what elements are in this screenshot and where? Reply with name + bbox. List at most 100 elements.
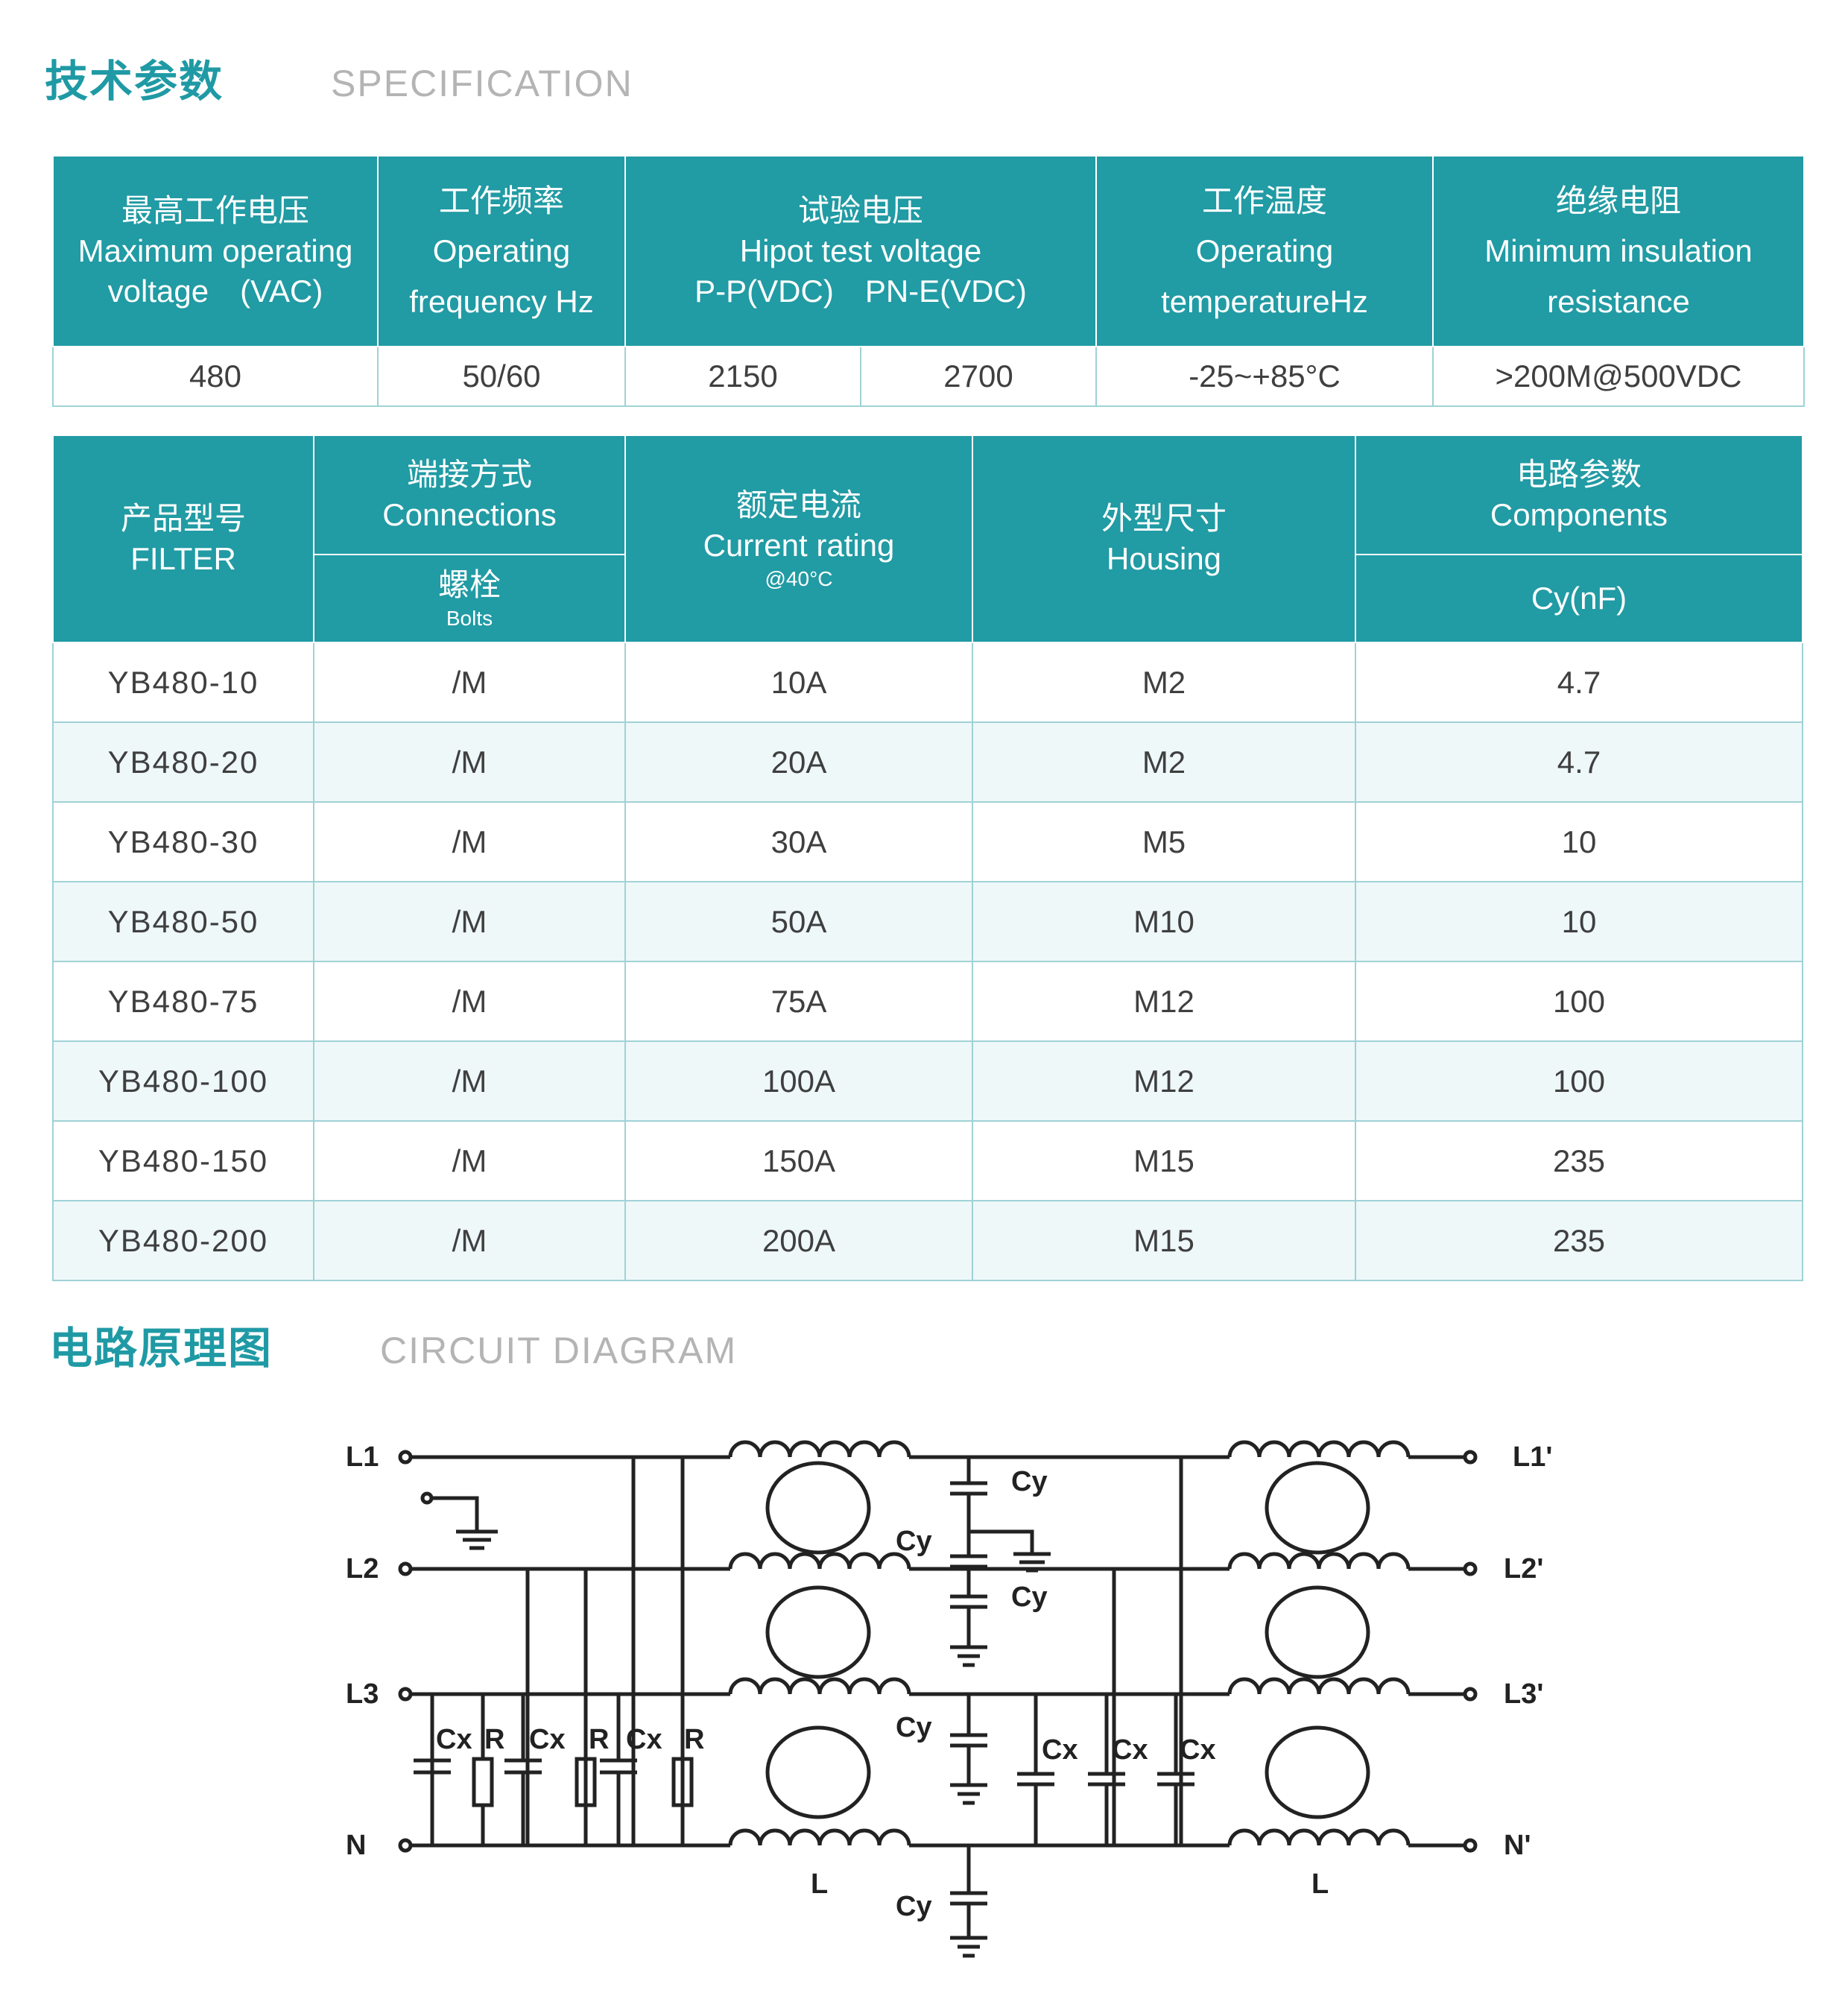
cell-cy: 235 [1355,1120,1803,1201]
table-row: YB480-20 /M 20A M2 4.7 [52,721,1803,803]
cell-current: 20A [624,721,973,803]
cell-model: YB480-150 [52,1120,314,1201]
label-n-out: N' [1504,1830,1531,1861]
label-l: L [811,1869,828,1900]
circuit-title-cn: 电路原理图 [49,1324,273,1373]
value-max-voltage: 480 [52,346,379,407]
header-max-voltage: 最高工作电压 Maximum operating voltage (VAC) [52,155,379,347]
cell-cy: 235 [1355,1200,1803,1281]
label-cy: Cy [896,1526,932,1557]
label-r: R [589,1724,609,1755]
cell-current: 100A [624,1040,973,1122]
header-components: 电路参数 Components [1355,435,1803,555]
cell-housing: M15 [972,1120,1356,1201]
cell-housing: M5 [972,801,1356,882]
label-l2: L2 [346,1553,379,1585]
label-cx: Cx [626,1724,662,1755]
cell-connection: /M [313,801,626,882]
label-n: N [346,1830,366,1861]
cell-current: 50A [624,881,973,962]
cell-current: 200A [624,1200,973,1281]
cell-current: 30A [624,801,973,882]
header-connections: 端接方式 Connections [313,435,626,555]
cell-cy: 10 [1355,801,1803,882]
cell-model: YB480-200 [52,1200,314,1281]
value-insulation: >200M@500VDC [1432,346,1805,407]
label-cx: Cx [436,1724,472,1755]
label-cy: Cy [896,1712,932,1743]
cell-housing: M2 [972,721,1356,803]
header-temperature: 工作温度 Operating temperatureHz [1095,155,1434,347]
input-ties [525,1457,685,1845]
cell-connection: /M [313,1200,626,1281]
table-row: YB480-10 /M 10A M2 4.7 [52,642,1803,723]
header-hipot: 试验电压 Hipot test voltage P-P(VDC) PN-E(VD… [624,155,1097,347]
cell-cy: 4.7 [1355,642,1803,723]
label-cx: Cx [1042,1734,1078,1766]
spec-table: 最高工作电压 Maximum operating voltage (VAC) 工… [52,155,1805,407]
label-l3: L3 [346,1678,379,1710]
header-housing: 外型尺寸 Housing [972,435,1356,643]
value-frequency: 50/60 [377,346,626,407]
table-row: YB480-150 /M 150A M15 235 [52,1120,1803,1201]
table-row: YB480-30 /M 30A M5 10 [52,801,1803,882]
cell-model: YB480-50 [52,881,314,962]
output-cx [1017,1457,1194,1845]
value-hipot-pne: 2700 [860,346,1097,407]
label-cy: Cy [896,1891,932,1922]
ferrite-cores [765,1461,1370,1819]
cy-capacitors [950,1457,1051,1958]
cx-r-network [414,1694,694,1845]
spec-title-en: SPECIFICATION [331,63,633,104]
circuit-diagram: L1 L2 L3 N L1' L2' L3' N' [346,1440,1552,1958]
header-insulation: 绝缘电阻 Minimum insulation resistance [1432,155,1805,347]
circuit-section-title: 电路原理图 CIRCUIT DIAGRAM [49,1313,737,1376]
cell-housing: M2 [972,642,1356,723]
cell-cy: 4.7 [1355,721,1803,803]
cell-current: 150A [624,1120,973,1201]
header-filter: 产品型号 FILTER [52,435,314,643]
value-temperature: -25~+85°C [1095,346,1434,407]
label-cx: Cx [1112,1734,1148,1766]
cell-current: 10A [624,642,973,723]
value-hipot-pp: 2150 [624,346,861,407]
spec-title-cn: 技术参数 [45,57,224,106]
cell-housing: M15 [972,1200,1356,1281]
cell-connection: /M [313,1040,626,1122]
table-row: YB480-100 /M 100A M12 100 [52,1040,1803,1122]
cell-current: 75A [624,961,973,1042]
label-cx: Cx [1180,1734,1216,1766]
label-r: R [484,1724,504,1755]
label-l3-out: L3' [1504,1678,1543,1710]
cell-housing: M12 [972,961,1356,1042]
label-l: L [1311,1869,1329,1900]
spec-values-row: 480 50/60 2150 2700 -25~+85°C >200M@500V… [52,346,1805,407]
terminals [398,1450,1478,1853]
cell-cy: 100 [1355,1040,1803,1122]
cell-model: YB480-100 [52,1040,314,1122]
models-table: 产品型号 FILTER 端接方式 Connections 额定电流 Curren… [52,435,1803,1281]
cell-connection: /M [313,1120,626,1201]
cell-connection: /M [313,881,626,962]
cell-connection: /M [313,642,626,723]
header-frequency: 工作频率 Operating frequency Hz [377,155,626,347]
header-current-rating: 额定电流 Current rating @40°C [624,435,973,643]
label-l2-out: L2' [1504,1553,1543,1585]
circuit-title-en: CIRCUIT DIAGRAM [380,1330,738,1371]
cell-model: YB480-75 [52,961,314,1042]
label-cy: Cy [1011,1582,1048,1613]
label-cy: Cy [1011,1466,1048,1497]
cell-connection: /M [313,961,626,1042]
cell-cy: 10 [1355,881,1803,962]
ground-icon [420,1491,498,1550]
table-row: YB480-75 /M 75A M12 100 [52,961,1803,1042]
spec-section-title: 技术参数 SPECIFICATION [45,46,633,109]
header-bolts: 螺栓 Bolts [313,554,626,643]
inductor-coils [728,1440,1411,1846]
table-row: YB480-50 /M 50A M10 10 [52,881,1803,962]
header-cy: Cy(nF) [1355,554,1803,643]
label-r: R [684,1724,704,1755]
cell-model: YB480-20 [52,721,314,803]
cell-housing: M10 [972,881,1356,962]
table-row: YB480-200 /M 200A M15 235 [52,1200,1803,1281]
